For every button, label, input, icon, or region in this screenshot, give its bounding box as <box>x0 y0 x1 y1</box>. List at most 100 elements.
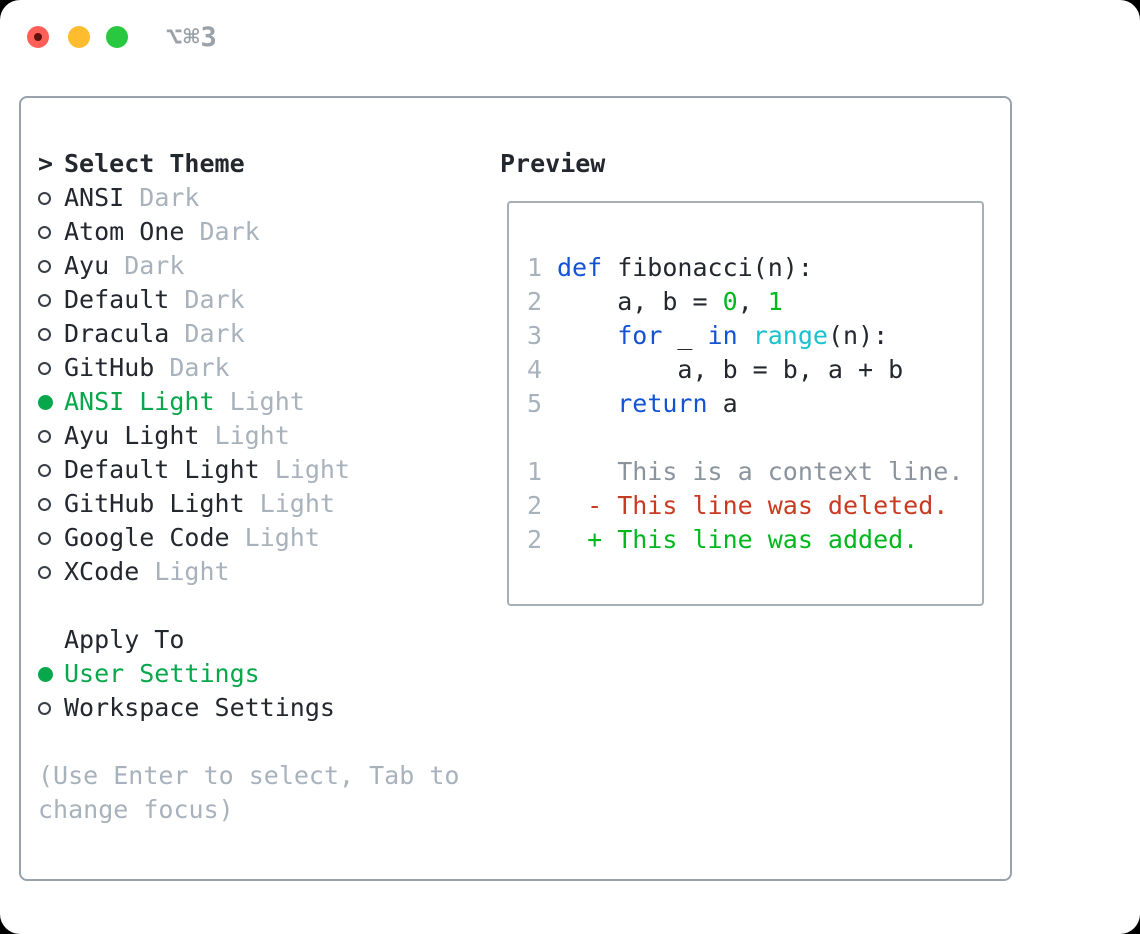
option-label: Default Dark <box>64 283 245 317</box>
titlebar: ⌥⌘3 <box>0 0 1140 74</box>
code-line: 2 - This line was deleted. <box>527 489 972 523</box>
option-theme-ansi[interactable]: ANSI Dark <box>38 181 478 215</box>
radio-dot <box>38 191 51 205</box>
option-variant: Light <box>259 455 350 484</box>
code-line: 2 a, b = 0, 1 <box>527 285 972 319</box>
window-title: ⌥⌘3 <box>166 22 218 53</box>
option-name: Google Code <box>64 523 230 552</box>
line-text: This is a context line. <box>557 457 964 486</box>
radio-dot <box>38 701 51 715</box>
option-label: GitHub Dark <box>64 351 230 385</box>
option-label: Workspace Settings <box>64 691 335 725</box>
option-theme-xcode[interactable]: XCode Light <box>38 555 478 589</box>
option-theme-ayu-light[interactable]: Ayu Light Light <box>38 419 478 453</box>
theme-list-title: Select Theme <box>64 149 245 178</box>
line-number: 1 <box>527 457 543 486</box>
option-label: Default Light Light <box>64 453 350 487</box>
option-theme-dracula[interactable]: Dracula Dark <box>38 317 478 351</box>
radio-icon <box>38 225 64 239</box>
line-number <box>527 421 542 455</box>
radio-icon <box>38 565 64 579</box>
line-number: 2 <box>527 525 543 554</box>
radio-dot <box>38 666 53 682</box>
line-number: 2 <box>527 491 543 520</box>
line-number: 2 <box>527 287 543 316</box>
line-text: def fibonacci(n): <box>557 253 813 282</box>
option-theme-ansi-light[interactable]: ANSI Light Light <box>38 385 478 419</box>
zoom-button[interactable] <box>106 26 128 48</box>
option-label: Ayu Dark <box>64 249 184 283</box>
radio-dot <box>38 463 51 477</box>
code-line: 5 return a <box>527 387 972 421</box>
option-label: Dracula Dark <box>64 317 245 351</box>
option-apply-workspace-settings[interactable]: Workspace Settings <box>38 691 478 725</box>
option-variant: Light <box>199 421 290 450</box>
line-text: + This line was added. <box>557 525 919 554</box>
minimize-button[interactable] <box>68 26 90 48</box>
line-number: 4 <box>527 355 543 384</box>
line-number: 3 <box>527 321 543 350</box>
radio-icon <box>38 429 64 443</box>
code-line: 2 + This line was added. <box>527 523 972 557</box>
option-variant: Light <box>139 557 230 586</box>
option-name: Ayu Light <box>64 421 200 450</box>
option-name: Workspace Settings <box>64 693 335 722</box>
option-variant: Dark <box>109 251 185 280</box>
radio-dot <box>38 429 51 443</box>
radio-icon <box>38 191 64 205</box>
option-theme-google-code[interactable]: Google Code Light <box>38 521 478 555</box>
spacer <box>38 725 478 759</box>
radio-dot <box>38 531 51 545</box>
option-variant: Dark <box>184 217 260 246</box>
line-text: a, b = b, a + b <box>557 355 904 384</box>
option-theme-github-light[interactable]: GitHub Light Light <box>38 487 478 521</box>
radio-icon <box>38 497 64 511</box>
option-theme-default-light[interactable]: Default Light Light <box>38 453 478 487</box>
radio-dot <box>38 327 51 341</box>
option-variant: Dark <box>154 353 230 382</box>
cursor-marker: > <box>38 147 64 181</box>
code-line: 1 This is a context line. <box>527 455 972 489</box>
option-theme-ayu[interactable]: Ayu Dark <box>38 249 478 283</box>
apply-to-header: Apply To <box>38 623 478 657</box>
help-text-line2: change focus) <box>38 795 234 824</box>
help-text-line1: (Use Enter to select, Tab to <box>38 761 460 790</box>
option-label: Ayu Light Light <box>64 419 290 453</box>
option-theme-default[interactable]: Default Dark <box>38 283 478 317</box>
radio-icon <box>38 259 64 273</box>
theme-list-header: > Select Theme <box>38 147 478 181</box>
option-name: User Settings <box>64 659 260 688</box>
option-variant: Light <box>229 523 320 552</box>
radio-icon <box>38 463 64 477</box>
option-label: ANSI Light Light <box>64 385 305 419</box>
radio-icon <box>38 293 64 307</box>
option-theme-atom-one[interactable]: Atom One Dark <box>38 215 478 249</box>
option-theme-github[interactable]: GitHub Dark <box>38 351 478 385</box>
option-apply-user-settings[interactable]: User Settings <box>38 657 478 691</box>
option-label: Atom One Dark <box>64 215 260 249</box>
option-name: ANSI Light <box>64 387 215 416</box>
code-line <box>527 421 972 455</box>
option-name: ANSI <box>64 183 125 212</box>
option-label: GitHub Light Light <box>64 487 335 521</box>
radio-dot <box>38 361 51 375</box>
option-name: GitHub <box>64 353 155 382</box>
option-variant: Dark <box>124 183 200 212</box>
radio-icon <box>38 701 64 715</box>
option-variant: Light <box>214 387 305 416</box>
option-label: XCode Light <box>64 555 230 589</box>
close-button[interactable] <box>27 26 49 48</box>
option-name: Dracula <box>64 319 170 348</box>
option-name: Atom One <box>64 217 185 246</box>
option-label: ANSI Dark <box>64 181 199 215</box>
option-variant: Dark <box>169 285 245 314</box>
option-label: Google Code Light <box>64 521 320 555</box>
option-name: Default Light <box>64 455 260 484</box>
apply-to-title: Apply To <box>64 625 185 654</box>
